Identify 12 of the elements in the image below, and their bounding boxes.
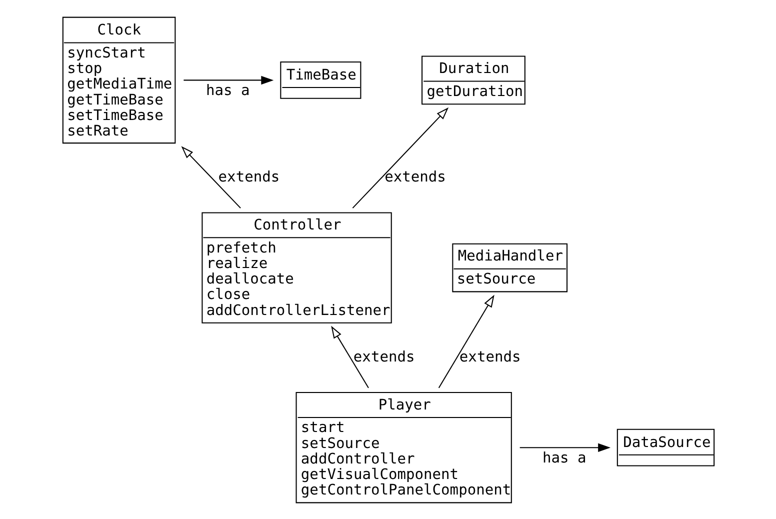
edge-label: extends <box>384 168 446 186</box>
arrow <box>180 146 240 208</box>
arrow <box>438 294 494 388</box>
edge-label: has a <box>206 81 250 98</box>
edge-label: extends <box>458 348 520 366</box>
edge-label: has a <box>542 448 586 466</box>
arrow <box>352 106 448 208</box>
arrow <box>183 75 274 84</box>
edge-label: extends <box>352 348 414 366</box>
arrow <box>330 325 368 388</box>
edge-label: extends <box>218 168 280 186</box>
arrow <box>519 442 610 452</box>
